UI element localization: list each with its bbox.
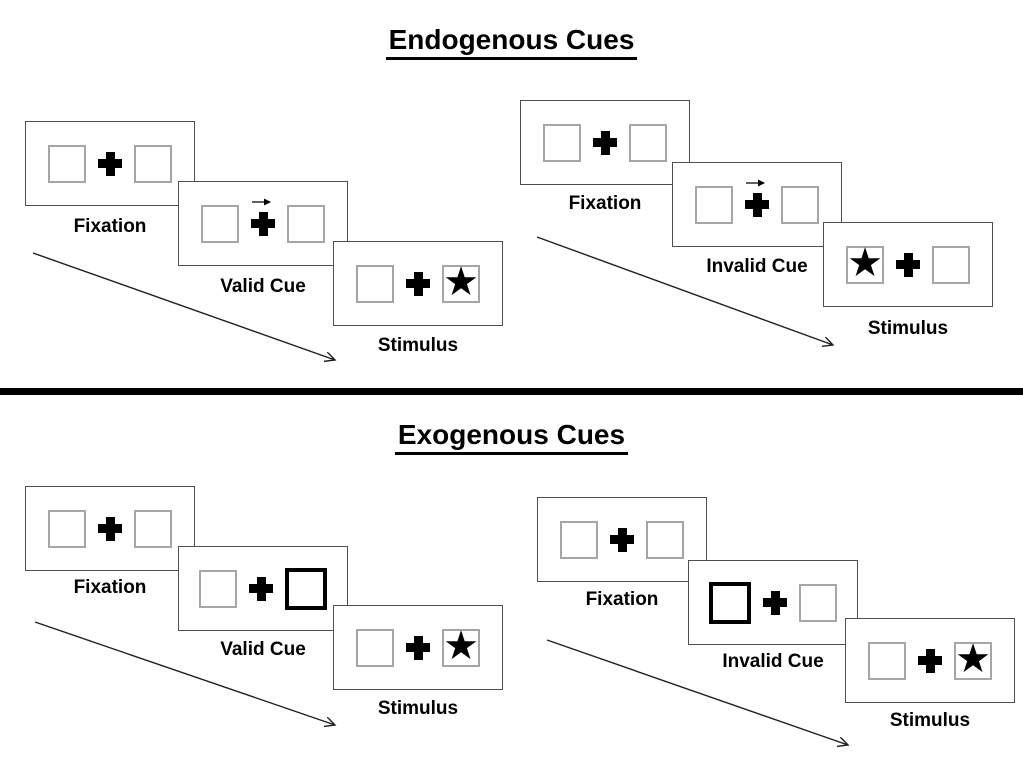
placeholder-box-left [868,641,906,680]
placeholder-box-left [695,185,733,224]
fixation-cross-icon [249,576,273,601]
section-title-exogenous: Exogenous Cues [0,419,1023,456]
star-icon: ★ [955,637,991,681]
valid-cue-panel [178,546,348,631]
valid-cue-panel [178,181,348,266]
placeholder-box-left [560,520,598,559]
cue-arrow-icon [252,198,271,205]
stimulus-panel: ★ [823,222,993,307]
fixation-cross-icon [610,527,634,552]
sequence-arrow [536,236,842,352]
fixation-cross-icon [98,516,122,541]
fixation-cross-icon [745,179,769,217]
stimulus-panel: ★ [333,241,503,326]
panel-label: Fixation [73,577,147,598]
panel-label: Invalid Cue [722,651,824,672]
placeholder-box-right [134,509,172,548]
star-icon: ★ [443,260,479,304]
panel-label: Stimulus [377,335,459,356]
fixation-panel [25,121,195,206]
cue-highlight-box [709,581,751,624]
sequence-arrow [546,639,857,752]
placeholder-box-right [646,520,684,559]
stimulus-panel: ★ [845,618,1015,703]
panel-label: Stimulus [889,710,971,731]
placeholder-box-left [48,509,86,548]
placeholder-box-right [134,144,172,183]
invalid-cue-panel [688,560,858,645]
section-divider [0,388,1023,395]
fixation-cross-icon [251,198,275,236]
placeholder-box-left [201,204,239,243]
fixation-cross-icon [896,252,920,277]
placeholder-box-left [543,123,581,162]
fixation-cross-icon [406,271,430,296]
placeholder-box-right [781,185,819,224]
stimulus-panel: ★ [333,605,503,690]
fixation-panel [520,100,690,185]
fixation-cross-icon [406,635,430,660]
fixation-cross-icon [98,151,122,176]
sequence-arrow [34,621,345,732]
star-icon: ★ [443,624,479,668]
target-star-box: ★ [442,260,480,304]
placeholder-box-right [629,123,667,162]
placeholder-box-left [199,569,237,608]
sequence-arrow [32,252,343,368]
target-star-box: ★ [954,637,992,681]
target-star-box: ★ [846,241,884,285]
star-icon: ★ [847,241,883,285]
section-title-endogenous: Endogenous Cues [0,24,1023,61]
placeholder-box-left [356,628,394,667]
panel-label: Stimulus [377,698,459,719]
fixation-cross-icon [763,590,787,615]
panel-label: Fixation [568,193,642,214]
placeholder-box-right [932,245,970,284]
cue-arrow-icon [746,179,765,186]
placeholder-box-right [799,583,837,622]
panel-label: Fixation [585,589,659,610]
placeholder-box-left [48,144,86,183]
invalid-cue-panel [672,162,842,247]
cue-highlight-box [285,567,327,610]
fixation-cross-icon [918,648,942,673]
fixation-cross-icon [593,130,617,155]
target-star-box: ★ [442,624,480,668]
panel-label: Valid Cue [220,276,306,297]
panel-label: Stimulus [867,318,949,339]
fixation-panel [537,497,707,582]
placeholder-box-left [356,264,394,303]
panel-label: Fixation [73,216,147,237]
panel-label: Invalid Cue [706,256,808,277]
panel-label: Valid Cue [220,639,306,660]
placeholder-box-right [287,204,325,243]
fixation-panel [25,486,195,571]
